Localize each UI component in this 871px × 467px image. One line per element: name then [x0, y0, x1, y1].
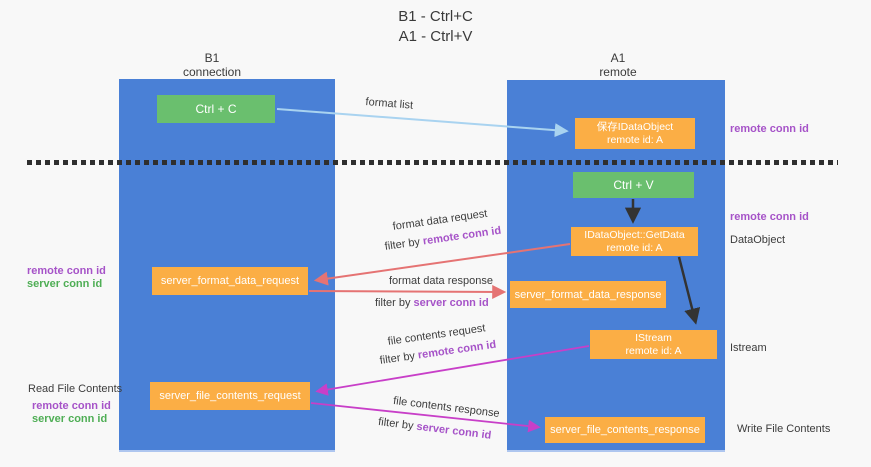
server-format-data-request-node: server_format_data_request	[152, 267, 308, 295]
left-remote-conn-id-2: remote conn id	[32, 400, 111, 412]
filter-by-text: filter by	[379, 349, 419, 367]
idataobject-getdata-node: IDataObject::GetData remote id: A	[571, 227, 698, 256]
column-header-a1: A1 remote	[558, 51, 678, 79]
left-server-conn-id-2: server conn id	[32, 413, 108, 425]
server-conn-id-key: server conn id	[415, 420, 492, 442]
filter-by-text: filter by	[377, 416, 418, 433]
file-contents-response-label: file contents response	[392, 395, 501, 420]
server-conn-id-key: server conn id	[413, 297, 489, 309]
filter-by-text: filter by	[384, 235, 424, 253]
server-format-data-response-node: server_format_data_response	[510, 281, 666, 308]
remote-conn-id-key: remote conn id	[422, 224, 502, 248]
left-server-conn-id-1: server conn id	[27, 278, 103, 290]
title-line-2: A1 - Ctrl+V	[398, 28, 473, 45]
right-remote-conn-id-mid: remote conn id	[730, 211, 809, 223]
format-list-label: format list	[365, 96, 414, 112]
column-a1-subtitle: remote	[599, 65, 637, 79]
ctrl-v-node: Ctrl + V	[573, 172, 694, 198]
format-data-response-arrow	[308, 284, 507, 299]
column-b1-name: B1	[204, 51, 220, 65]
column-header-b1: B1 connection	[152, 51, 272, 79]
server-file-contents-response-node: server_file_contents_response	[545, 417, 705, 443]
right-remote-conn-id-top: remote conn id	[730, 123, 809, 135]
ctrl-v-label: Ctrl + V	[613, 178, 654, 192]
column-a1-name: A1	[610, 51, 626, 65]
ctrl-c-node: Ctrl + C	[157, 95, 275, 123]
istream-node: IStream remote id: A	[590, 330, 717, 359]
format-data-response-filter-label: filter by server conn id	[375, 297, 489, 309]
save-idataobject-line2: remote id: A	[606, 133, 664, 146]
title-line-1: B1 - Ctrl+C	[398, 8, 473, 25]
server-file-contents-request-node: server_file_contents_request	[150, 382, 310, 410]
file-contents-response-filter-label: filter by server conn id	[378, 416, 492, 442]
diagram-title: B1 - Ctrl+C A1 - Ctrl+V	[0, 7, 871, 47]
format-response-label: server_format_data_response	[514, 288, 662, 301]
session-separator-dashed-line	[27, 160, 838, 165]
right-write-file-contents-label: Write File Contents	[737, 423, 831, 435]
save-idataobject-line1: 保存IDataObject	[596, 120, 674, 133]
file-request-label: server_file_contents_request	[159, 390, 301, 402]
filter-by-text: filter by	[375, 297, 414, 309]
right-dataobject-label: DataObject	[730, 234, 786, 246]
right-istream-label: Istream	[730, 342, 767, 354]
ctrl-c-label: Ctrl + C	[195, 102, 237, 116]
getdata-line2: remote id: A	[606, 241, 663, 254]
save-idataobject-node: 保存IDataObject remote id: A	[575, 118, 695, 149]
left-remote-conn-id-1: remote conn id	[27, 265, 106, 277]
left-read-file-contents-label: Read File Contents	[28, 383, 123, 395]
file-response-label: server_file_contents_response	[550, 424, 700, 436]
istream-line2: remote id: A	[625, 344, 682, 357]
format-request-label: server_format_data_request	[160, 275, 300, 287]
column-b1-subtitle: connection	[182, 65, 242, 79]
getdata-line1: IDataObject::GetData	[584, 228, 685, 241]
format-data-response-label: format data response	[389, 275, 493, 287]
istream-line1: IStream	[635, 331, 672, 344]
